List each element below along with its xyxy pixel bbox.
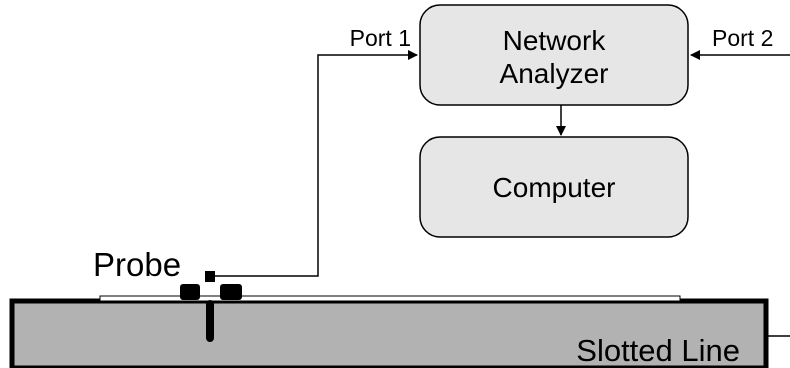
port2-label: Port 2 <box>712 25 773 51</box>
slot-strip <box>99 295 681 302</box>
probe-assembly <box>180 271 242 342</box>
probe-tip <box>206 300 214 342</box>
probe-top-block <box>205 271 215 282</box>
probe-carriage-right <box>220 284 242 300</box>
probe-to-port1-wire <box>212 50 418 277</box>
network-analyzer-label-line1: Network <box>503 25 607 56</box>
slotted-line-label: Slotted Line <box>576 333 740 368</box>
network-analyzer-box <box>419 4 689 106</box>
network-analyzer-label-line2: Analyzer <box>500 58 609 89</box>
probe-label: Probe <box>93 246 181 283</box>
computer-label: Computer <box>493 172 616 203</box>
slotted-line-body <box>9 298 769 368</box>
computer-box <box>419 136 689 238</box>
port1-label: Port 1 <box>350 25 411 51</box>
probe-carriage-left <box>180 284 200 300</box>
